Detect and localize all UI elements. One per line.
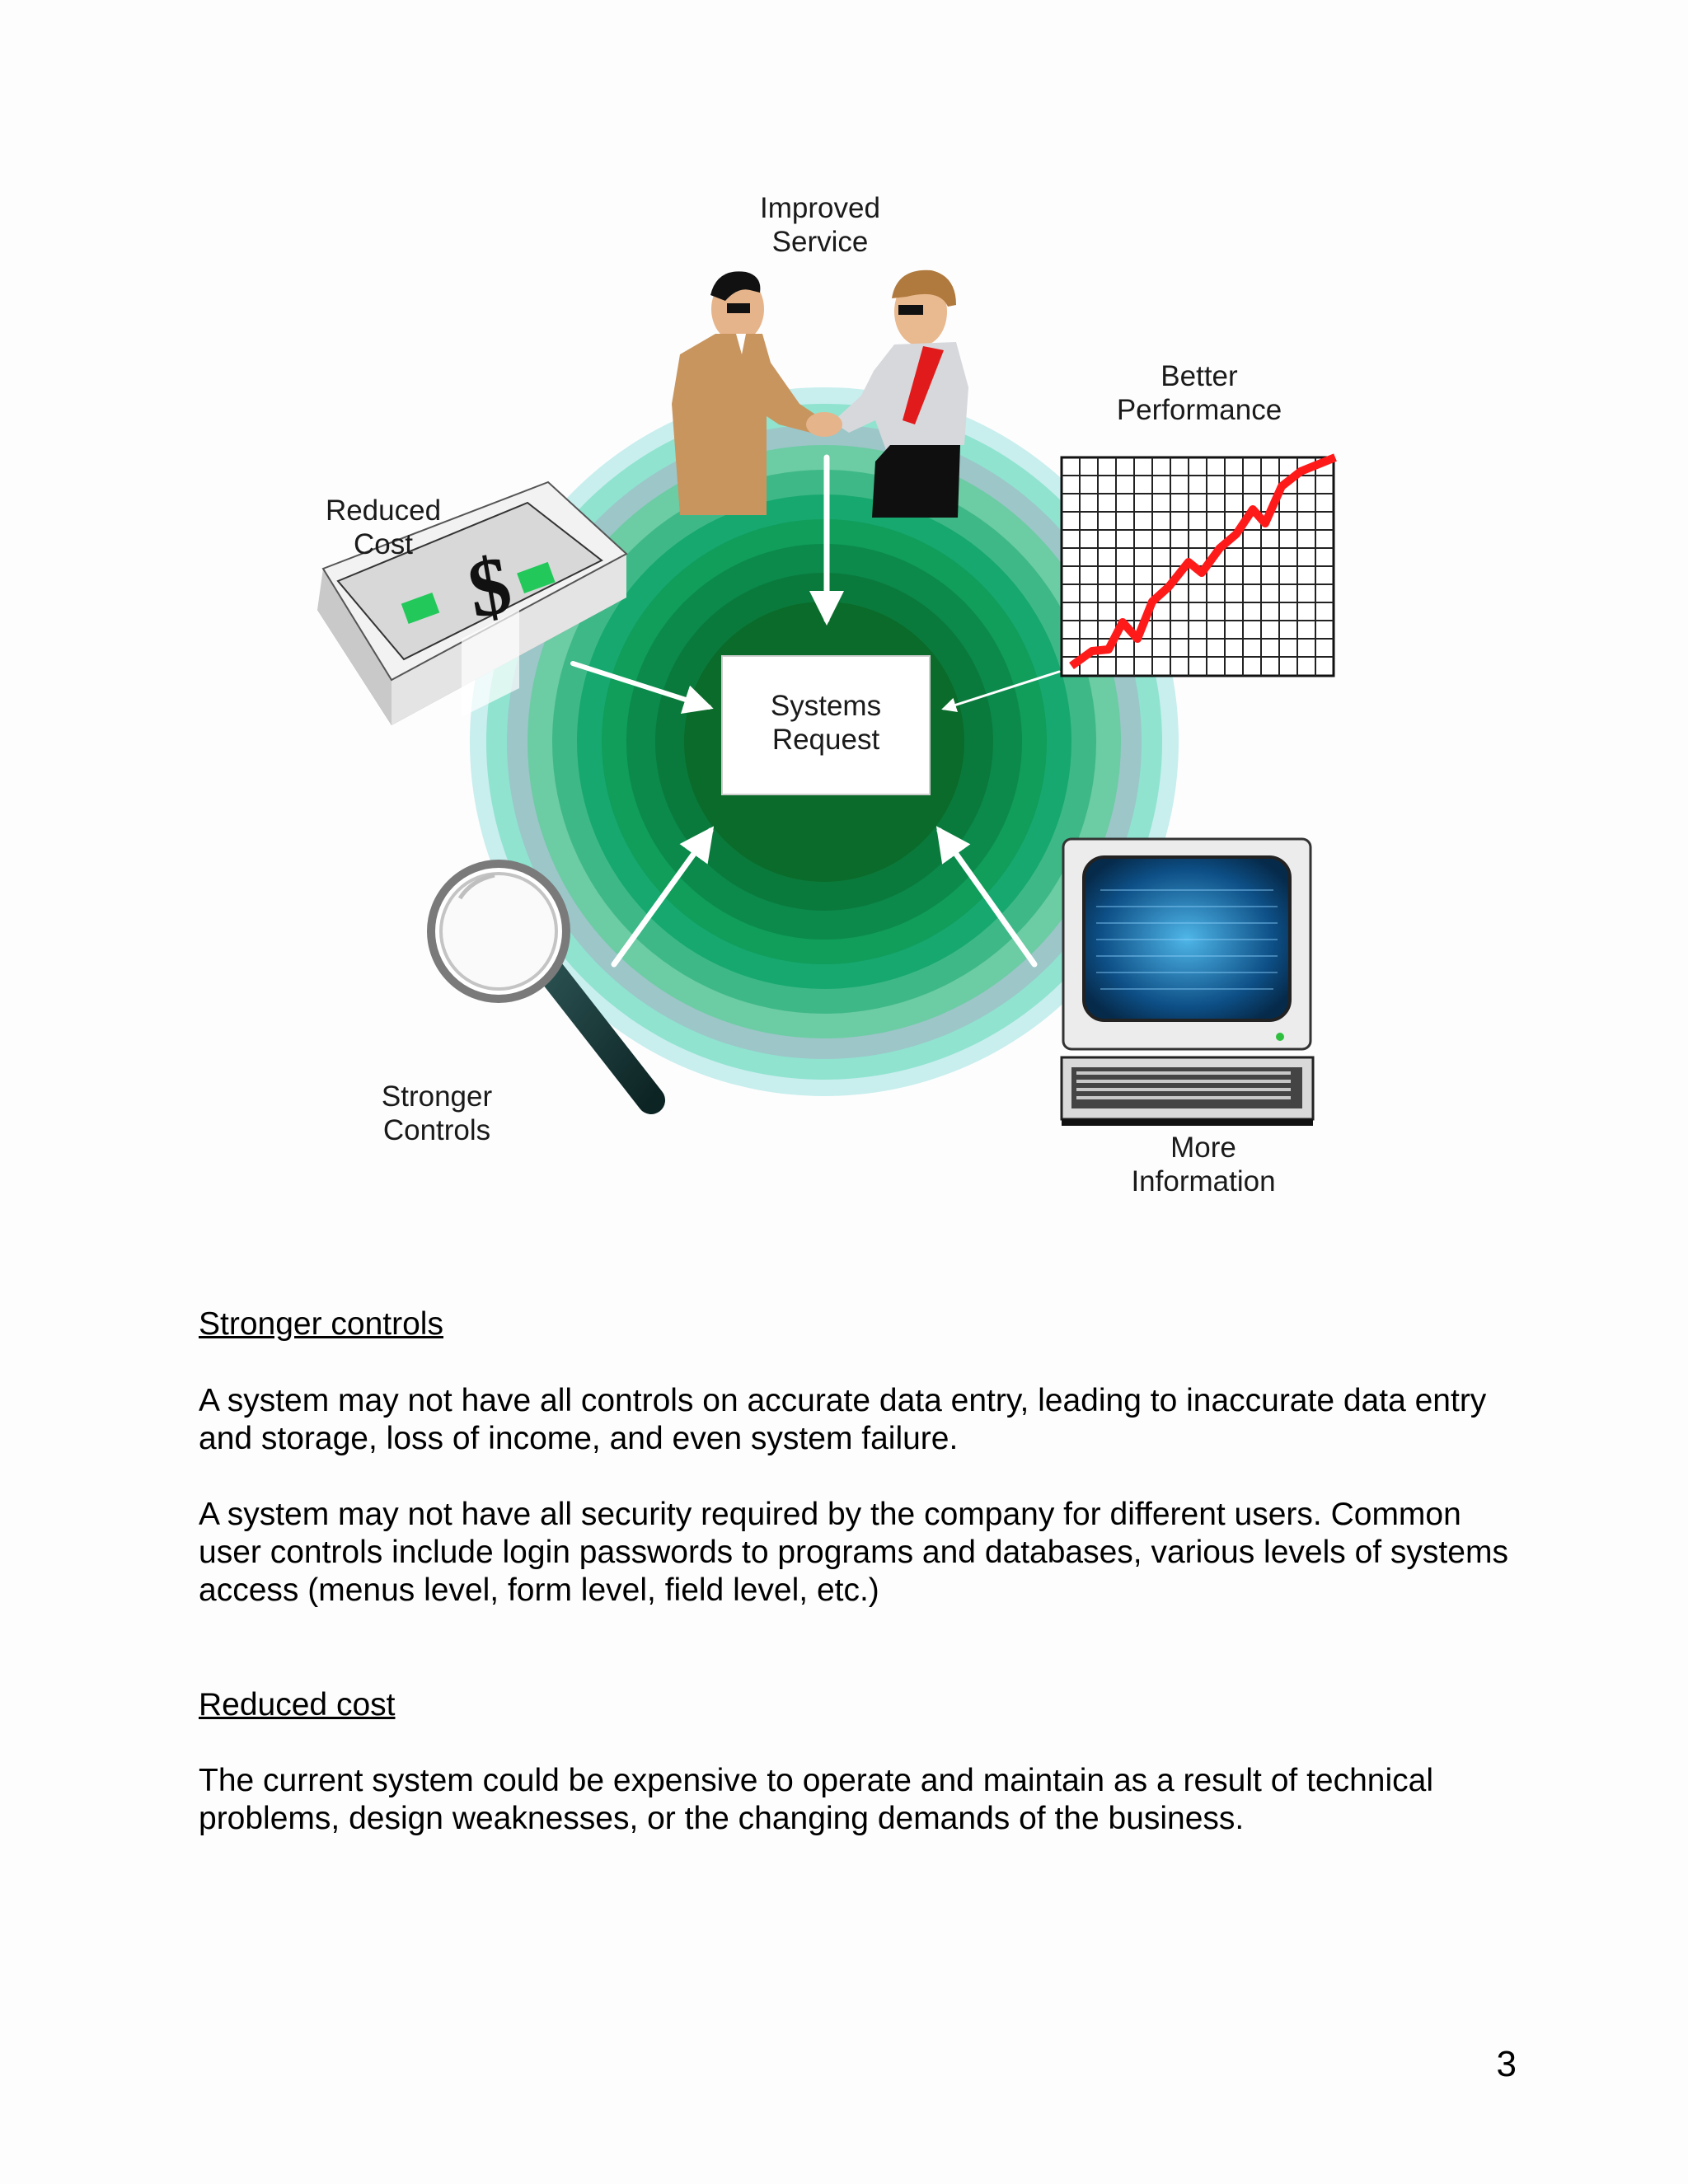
paragraph: A system may not have all security requi… xyxy=(199,1496,1517,1610)
line-graph-icon xyxy=(1062,457,1335,676)
label-stronger-controls: Stronger Controls xyxy=(354,1080,519,1147)
page-number: 3 xyxy=(1451,2044,1517,2085)
label-improved-service: Improved Service xyxy=(738,191,903,259)
label-better-performance: Better Performance xyxy=(1088,359,1311,427)
label-center: Systems Request xyxy=(722,689,930,757)
systems-request-diagram: $ xyxy=(0,0,1688,1220)
label-reduced-cost: Reduced Cost xyxy=(301,494,466,561)
paragraph: A system may not have all controls on ac… xyxy=(199,1382,1517,1458)
label-more-information: More Information xyxy=(1096,1131,1311,1198)
computer-terminal-icon xyxy=(1062,839,1313,1126)
section-title-stronger-controls: Stronger controls xyxy=(199,1306,443,1343)
section-title-reduced-cost: Reduced cost xyxy=(199,1687,395,1723)
paragraph: The current system could be expensive to… xyxy=(199,1762,1517,1838)
